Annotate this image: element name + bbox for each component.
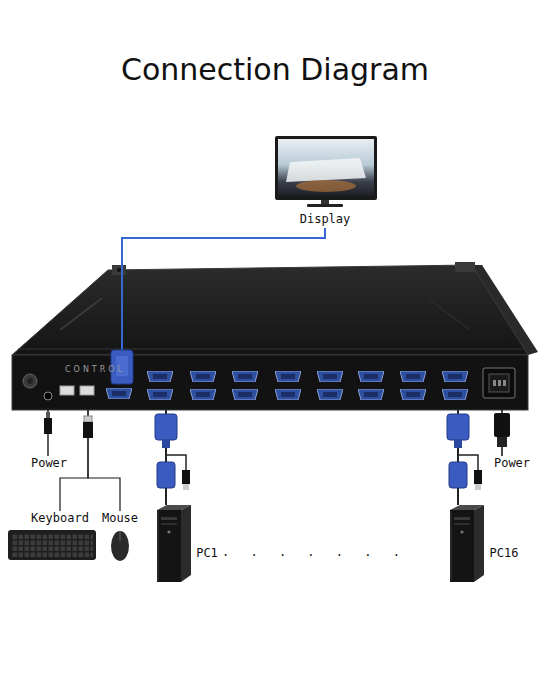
monitor (275, 136, 377, 207)
mouse (111, 531, 129, 561)
vga-usb-cable (447, 414, 482, 490)
vga-plug (111, 350, 133, 384)
power-plug (44, 412, 52, 434)
power-node: Power (26, 456, 72, 472)
power-plug (494, 413, 510, 447)
vga-usb-cable (155, 414, 190, 490)
node-label: Power (489, 456, 535, 470)
cable-line (122, 228, 325, 355)
keyboard (8, 530, 96, 560)
node-label: PC16 (486, 546, 522, 560)
node-label: Mouse (101, 511, 139, 525)
node-label: PC1 (192, 546, 222, 560)
power-node: Power (489, 456, 535, 472)
ellipsis-label: . . . . . . . (222, 545, 407, 559)
diagram-title: Connection Diagram (0, 52, 550, 87)
pc-tower (157, 505, 484, 582)
node-label: Display (270, 212, 380, 226)
node-label: Power (26, 456, 72, 470)
kvm-switch-body (12, 262, 538, 410)
node-label: Keyboard (20, 511, 100, 525)
usb-plug (83, 416, 93, 438)
